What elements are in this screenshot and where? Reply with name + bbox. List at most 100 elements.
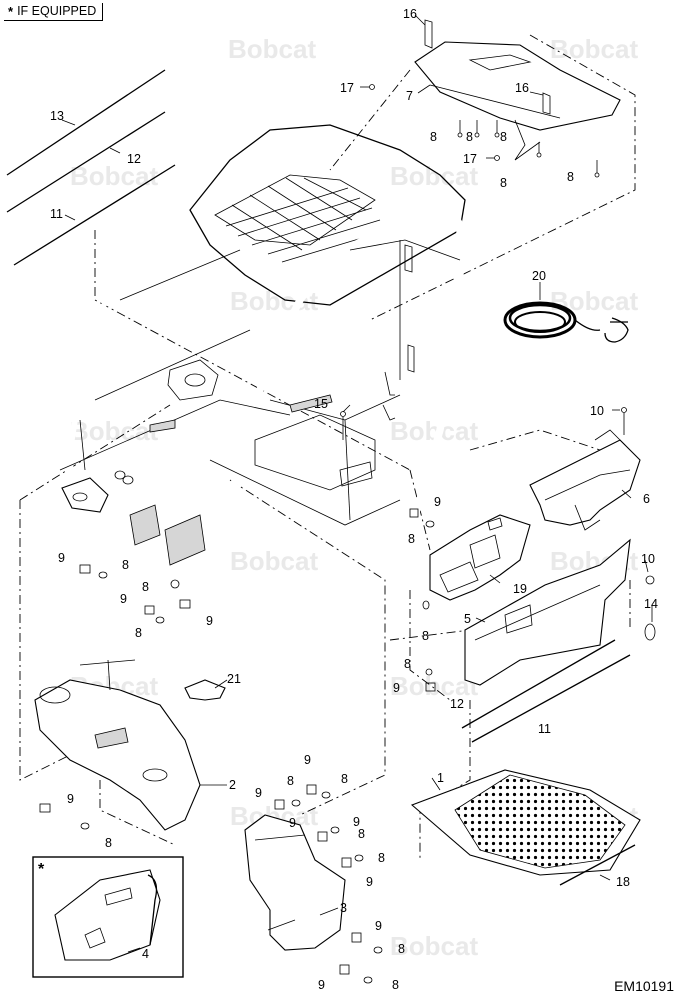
callout-9: 9: [366, 875, 373, 889]
screw-icon: [422, 600, 430, 610]
callout-8: 8: [105, 836, 112, 850]
screw-icon: [474, 120, 480, 138]
callout-8: 8: [466, 130, 473, 144]
callout-8: 8: [430, 130, 437, 144]
callout-13: 13: [50, 109, 64, 123]
part-21-shim: [184, 679, 226, 701]
figure-code: EM10191: [614, 978, 674, 994]
screw-icon: [80, 822, 90, 830]
watermark: Bobcat: [390, 931, 478, 961]
callout-9: 9: [120, 592, 127, 606]
callout-8: 8: [341, 772, 348, 786]
screw-icon: [363, 976, 373, 984]
watermark: Bobcat: [390, 161, 478, 191]
callout-8: 8: [142, 580, 149, 594]
part-5-side-panel: [464, 538, 656, 686]
nut-icon: [409, 508, 419, 518]
part-6-side-panel: [529, 429, 641, 531]
callout-9: 9: [289, 816, 296, 830]
screw-icon: [369, 84, 375, 90]
callout-9: 9: [318, 978, 325, 992]
nut-icon: [351, 932, 362, 943]
watermark: Bobcat: [70, 161, 158, 191]
nut-icon: [144, 605, 155, 615]
callout-21: 21: [227, 672, 241, 686]
callout-17: 17: [463, 152, 477, 166]
callout-5: 5: [464, 612, 471, 626]
callout-16: 16: [403, 7, 417, 21]
callout-8: 8: [398, 942, 405, 956]
leader-lines: [61, 14, 653, 953]
screw-icon: [373, 946, 383, 954]
watermark: Bobcat: [550, 34, 638, 64]
nut-icon: [425, 682, 436, 692]
callout-16: 16: [515, 81, 529, 95]
screw-icon: [340, 411, 346, 440]
callout-6: 6: [643, 492, 650, 506]
legend-star: *: [8, 4, 14, 19]
callout-8: 8: [500, 130, 507, 144]
callout-9: 9: [255, 786, 262, 800]
hardware: [39, 84, 655, 984]
callout-14: 14: [644, 597, 658, 611]
callout-10: 10: [641, 552, 655, 566]
watermark: Bobcat: [70, 416, 158, 446]
callout-8: 8: [567, 170, 574, 184]
callout-9: 9: [353, 815, 360, 829]
callout-9: 9: [393, 681, 400, 695]
watermark: Bobcat: [390, 671, 478, 701]
callout-18: 18: [616, 875, 630, 889]
callout-4: 4: [142, 947, 149, 961]
watermark: Bobcat: [230, 546, 318, 576]
callout-9: 9: [375, 919, 382, 933]
callout-9: 9: [67, 792, 74, 806]
callout-11: 11: [50, 207, 63, 221]
callout-9: 9: [58, 551, 65, 565]
callout-8: 8: [422, 629, 429, 643]
screw-icon: [98, 571, 108, 579]
callout-labels: 16 17 7 16 8 8 8 17 8 8 13 12 11 20 1 5 1…: [50, 7, 658, 992]
nut-icon: [341, 857, 352, 868]
nut-icon: [179, 599, 191, 609]
callout-7: 7: [406, 89, 413, 103]
callout-9: 9: [206, 614, 213, 628]
screw-icon: [494, 120, 500, 138]
watermark: Bobcat: [550, 286, 638, 316]
legend-text: IF EQUIPPED: [17, 4, 97, 18]
screw-icon: [621, 407, 627, 435]
nut-icon: [317, 831, 328, 842]
callout-8: 8: [404, 657, 411, 671]
if-equipped-legend: * IF EQUIPPED: [4, 3, 104, 21]
callout-17: 17: [340, 81, 354, 95]
part-3-lower-panel: [244, 814, 346, 951]
callout-12: 12: [450, 697, 464, 711]
screw-icon: [594, 160, 600, 178]
rods-12-11-lower: [461, 639, 631, 743]
callout-1: 1: [437, 771, 444, 785]
nut-icon: [79, 564, 91, 574]
screw-icon: [291, 799, 301, 807]
callout-8: 8: [287, 774, 294, 788]
screw-icon: [330, 826, 340, 834]
screw-icon: [536, 142, 542, 158]
screw-icon: [321, 791, 331, 799]
screw-icon: [155, 616, 165, 624]
inset-star: *: [38, 861, 45, 878]
callout-8: 8: [392, 978, 399, 992]
part-7-top-cover: [414, 19, 621, 161]
nut-icon: [39, 803, 51, 813]
nut-icon: [274, 799, 285, 810]
cab-frame: [59, 124, 466, 596]
callout-8: 8: [358, 827, 365, 841]
screw-icon: [425, 668, 433, 676]
callout-20: 20: [532, 269, 546, 283]
screw-icon: [494, 155, 500, 161]
callout-8: 8: [122, 558, 129, 572]
callout-8: 8: [500, 176, 507, 190]
screw-icon: [457, 120, 463, 138]
callout-3: 3: [340, 901, 347, 915]
callout-12: 12: [127, 152, 141, 166]
nut-icon: [339, 964, 350, 975]
screw-icon: [645, 575, 655, 585]
